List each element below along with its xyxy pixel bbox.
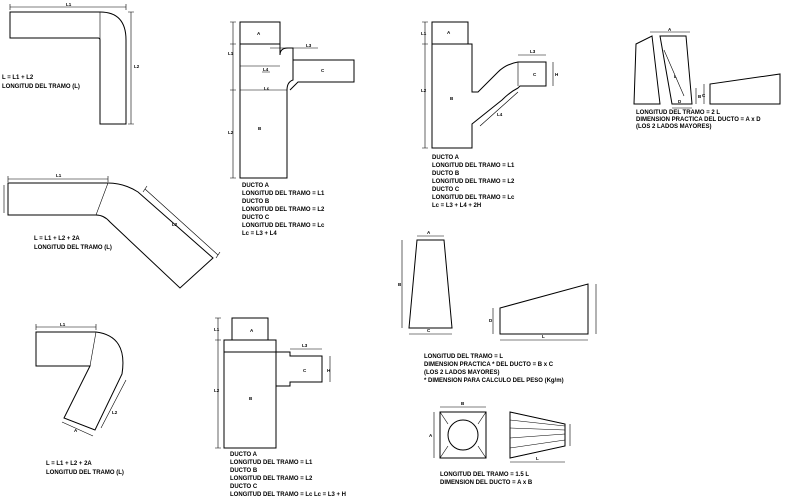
fig4-label-a: A xyxy=(257,31,261,36)
fig5-dim-l3: L3 xyxy=(302,343,308,348)
fig4-note-1: LONGITUD DEL TRAMO = L1 xyxy=(242,191,325,197)
fig6-dim-l3: L3 xyxy=(530,49,536,54)
fig2-dim-top: L1 xyxy=(56,173,62,178)
fig6-label-a: A xyxy=(447,30,451,35)
fig4-note-5: LONGITUD DEL TRAMO = Lc xyxy=(242,223,325,229)
fig5-branch-tee: A B C L1 L2 L3 H DUCTO A LONGITUD DEL TR… xyxy=(214,317,346,498)
fig5-note-4: DUCTO C xyxy=(230,484,258,490)
fig5-note-0: DUCTO A xyxy=(230,452,258,458)
fig6-note-2: DUCTO B xyxy=(432,171,460,177)
fig1-formula: L = L1 + L2 xyxy=(2,75,34,81)
fig6-dim-l1: L1 xyxy=(421,31,427,36)
fig8-note-0: LONGITUD DEL TRAMO = 2 L xyxy=(636,110,720,116)
fig4-label-c: C xyxy=(321,68,325,73)
fig4-note-6: Lc = L3 + L4 xyxy=(242,231,277,237)
fig7-label-a: A xyxy=(427,230,431,235)
fig6-notes: DUCTO A LONGITUD DEL TRAMO = L1 DUCTO B … xyxy=(432,155,515,209)
fig6-label-b: B xyxy=(450,96,454,101)
fig8-label-d: D xyxy=(678,99,682,104)
fig9-notes: LONGITUD DEL TRAMO = 1.5 L DIMENSION DEL… xyxy=(440,472,533,486)
fig7-label-d: D xyxy=(489,318,493,323)
fig6-dim-h: H xyxy=(555,72,558,77)
fig6-dim-l4: L4 xyxy=(497,112,503,117)
fig2-formula: L = L1 + L2 + 2A xyxy=(34,236,80,242)
fig6-note-4: DUCTO C xyxy=(432,187,460,193)
fig6-note-1: LONGITUD DEL TRAMO = L1 xyxy=(432,163,515,169)
fig5-dim-h: H xyxy=(327,368,330,373)
fig8-note-2: (LOS 2 LADOS MAYORES) xyxy=(636,124,711,130)
fig8-label-c: C xyxy=(702,93,706,98)
fig6-angled-tee: A B C L1 L2 L3 L4 H DUCTO A LONGITUD DEL… xyxy=(421,21,558,209)
fig7-note-2: (LOS 2 LADOS MAYORES) xyxy=(424,370,499,376)
fig4-note-2: DUCTO B xyxy=(242,199,270,205)
fig9-label-a: A xyxy=(429,433,433,438)
fig1-elbow-90: L1 L2 L = L1 + L2 LONGITUD DEL TRAMO (L) xyxy=(2,2,140,125)
fig7-label-b: B xyxy=(398,282,402,287)
fig4-dim-l1: L1 xyxy=(228,51,234,56)
fig8-note-1: DIMENSION PRACTICA DEL DUCTO = A x D xyxy=(636,117,761,123)
fig3-dim-diag: L2 xyxy=(112,410,118,415)
fig8-notes: LONGITUD DEL TRAMO = 2 L DIMENSION PRACT… xyxy=(636,110,761,130)
fig9-note-1: DIMENSION DEL DUCTO = A x B xyxy=(440,480,533,486)
fig3-formula: L = L1 + L2 + 2A xyxy=(46,461,92,467)
fig5-note-5: LONGITUD DEL TRAMO = Lc xyxy=(230,492,313,498)
fig4-label-b: B xyxy=(258,126,262,131)
fig6-label-c: C xyxy=(533,72,537,77)
fig7-label-l: L xyxy=(542,334,545,339)
fig4-dim-l3: L3 xyxy=(306,43,312,48)
fig2-dim-right: L2 xyxy=(172,222,178,227)
fig4-note-4: DUCTO C xyxy=(242,215,270,221)
fig4-note-0: DUCTO A xyxy=(242,183,270,189)
fig4-dim-l2: L2 xyxy=(228,130,234,135)
fig7-transition: A B C D L LONGITUD DEL TRAMO = L DIMENSI… xyxy=(398,230,597,384)
fig4-note-3: LONGITUD DEL TRAMO = L2 xyxy=(242,207,325,213)
fig9-label-l: L xyxy=(536,456,539,461)
fig4-dim-lc: Lc xyxy=(264,86,270,91)
fig9-square-to-round: B A L LONGITUD DEL TRAMO = 1.5 L DIMENSI… xyxy=(429,401,571,486)
fig5-note-2: DUCTO B xyxy=(230,468,258,474)
fig6-note-5: LONGITUD DEL TRAMO = Lc xyxy=(432,195,515,201)
fig9-note-0: LONGITUD DEL TRAMO = 1.5 L xyxy=(440,472,529,478)
fig6-dim-l2: L2 xyxy=(421,88,427,93)
fig7-note-3: * DIMENSION PARA CALCULO DEL PESO (Kg/m) xyxy=(424,378,564,384)
fig1-caption: LONGITUD DEL TRAMO (L) xyxy=(2,84,80,90)
fig7-label-c: C xyxy=(427,328,431,333)
fig1-dim-right: L2 xyxy=(134,64,140,69)
fig6-note-0: DUCTO A xyxy=(432,155,460,161)
fig3-curved-elbow: L1 L2 A L = L1 + L2 + 2A LONGITUD DEL TR… xyxy=(35,322,127,476)
fig5-notes: DUCTO A LONGITUD DEL TRAMO = L1 DUCTO B … xyxy=(230,452,346,498)
fig8-label-l: L xyxy=(674,74,677,79)
fig8-label-b: B xyxy=(698,94,702,99)
fig5-dim-l1: L1 xyxy=(214,327,220,332)
fig4-notes: DUCTO A LONGITUD DEL TRAMO = L1 DUCTO B … xyxy=(242,183,325,237)
fig7-note-0: LONGITUD DEL TRAMO = L xyxy=(424,354,503,360)
fig7-notes: LONGITUD DEL TRAMO = L DIMENSION PRACTIC… xyxy=(424,354,564,384)
fig1-dim-top: L1 xyxy=(66,2,72,7)
fig5-dim-l2: L2 xyxy=(214,388,220,393)
fig5-label-b: B xyxy=(249,396,253,401)
fig3-caption: LONGITUD DEL TRAMO (L) xyxy=(46,470,124,476)
fig5-note-3: LONGITUD DEL TRAMO = L2 xyxy=(230,476,313,482)
fig3-dim-top: L1 xyxy=(60,322,66,327)
fig5-note-6: Lc = L3 + H xyxy=(314,492,346,498)
fig2-caption: LONGITUD DEL TRAMO (L) xyxy=(34,245,112,251)
fig9-label-b: B xyxy=(461,401,465,406)
fig5-label-c: C xyxy=(303,368,307,373)
fig8-label-a: A xyxy=(668,27,672,32)
fig5-note-1: LONGITUD DEL TRAMO = L1 xyxy=(230,460,313,466)
fig6-note-3: LONGITUD DEL TRAMO = L2 xyxy=(432,179,515,185)
fig5-label-a: A xyxy=(250,328,254,333)
fig4-branch-tee: A B C L1 L2 L3 L4 Lc DUCTO A LONGITUD DE… xyxy=(228,21,355,237)
fig4-dim-l4: L4 xyxy=(263,67,269,72)
fig3-dim-a: A xyxy=(74,428,78,433)
fig6-note-6: Lc = L3 + L4 + 2H xyxy=(432,203,481,209)
fig7-note-1: DIMENSION PRACTICA * DEL DUCTO = B x C xyxy=(424,362,554,368)
fig8-offset-transition: A L B D C LONGITUD DEL TRAMO = 2 L DIMEN… xyxy=(633,27,781,130)
fig2-elbow-45: L1 L2 L = L1 + L2 + 2A LONGITUD DEL TRAM… xyxy=(3,173,221,289)
